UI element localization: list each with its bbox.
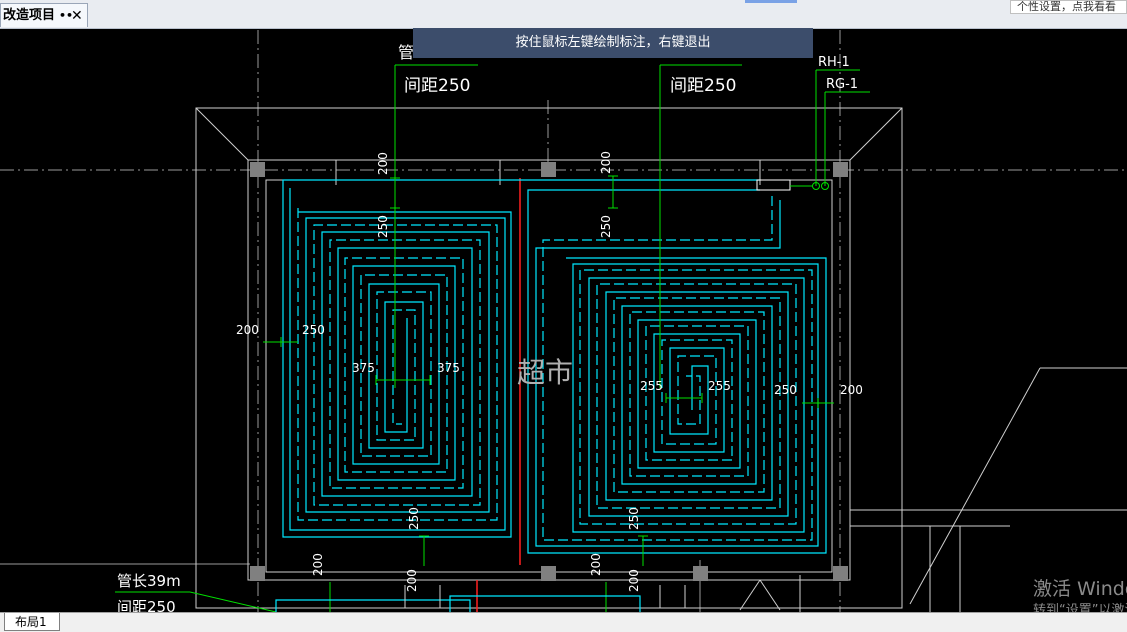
dim-bottom-200-b: 200 — [405, 569, 419, 592]
right-heating-coil — [527, 189, 827, 554]
axis-lines — [0, 30, 1127, 612]
dim-top-250-right: 250 — [599, 215, 613, 238]
drawing-labels: 管 间距250 间距250 RH-1 RG-1 管长39m 间距250 超市 — [117, 43, 858, 616]
dim-right-250: 250 — [774, 383, 797, 397]
dim-right-200: 200 — [840, 383, 863, 397]
dim-top-200-right: 200 — [599, 151, 613, 174]
activation-watermark-title: 激活 Windows — [1033, 578, 1127, 600]
dim-bottom-250-left: 250 — [407, 507, 421, 530]
drawing-canvas[interactable]: 管 间距250 间距250 RH-1 RG-1 管长39m 间距250 超市 2… — [0, 28, 1127, 616]
dim-mid-255-left: 255 — [640, 379, 663, 393]
room-name: 超市 — [517, 356, 573, 389]
layout-tab-bar: 布局1 — [0, 612, 1127, 632]
tab-title: 改造项目 — [3, 8, 56, 23]
dim-top-250-left: 250 — [376, 215, 390, 238]
dimension-lines — [115, 64, 870, 613]
left-heating-coil — [282, 179, 760, 538]
document-tab-bar: 改造项目 •• ✕ 个性设置，点我看看 — [0, 0, 1127, 29]
dim-bottom-250-right: 250 — [627, 507, 641, 530]
dim-top-200-left: 200 — [376, 152, 390, 175]
dim-bottom-200-a: 200 — [311, 553, 325, 576]
dim-mid-375-right: 375 — [437, 361, 460, 375]
dim-bottom-200-c: 200 — [589, 553, 603, 576]
tab-layout1[interactable]: 布局1 — [4, 613, 60, 631]
manifold-box — [756, 179, 791, 191]
spacing-label-left: 间距250 — [404, 76, 470, 96]
lower-heating-coil — [275, 595, 641, 612]
ribbon-highlight — [745, 0, 797, 3]
spacing-label-bottom: 间距250 — [117, 598, 176, 612]
dim-mid-375-left: 375 — [352, 361, 375, 375]
pipe-length-label: 管长39m — [117, 572, 181, 590]
dim-left-250: 250 — [302, 323, 325, 337]
dim-mid-255-right: 255 — [708, 379, 731, 393]
lower-fixtures — [404, 585, 686, 609]
command-tooltip: 按住鼠标左键绘制标注，右键退出 — [413, 28, 813, 58]
riser-label-rh: RH-1 — [818, 55, 850, 70]
spacing-label-right: 间距250 — [670, 76, 736, 96]
dimension-texts: 200 250 200 250 200 250 375 375 255 255 … — [236, 151, 863, 592]
pin-icon[interactable]: •• — [59, 9, 74, 22]
tab-project[interactable]: 改造项目 •• ✕ — [0, 3, 88, 27]
dim-bottom-200-d: 200 — [627, 569, 641, 592]
columns — [250, 162, 848, 581]
dim-left-200: 200 — [236, 323, 259, 337]
close-icon[interactable]: ✕ — [71, 8, 83, 24]
settings-hint[interactable]: 个性设置，点我看看 — [1010, 0, 1127, 14]
riser-label-rg: RG-1 — [826, 77, 858, 92]
pipe-label-left: 管 — [398, 43, 414, 62]
